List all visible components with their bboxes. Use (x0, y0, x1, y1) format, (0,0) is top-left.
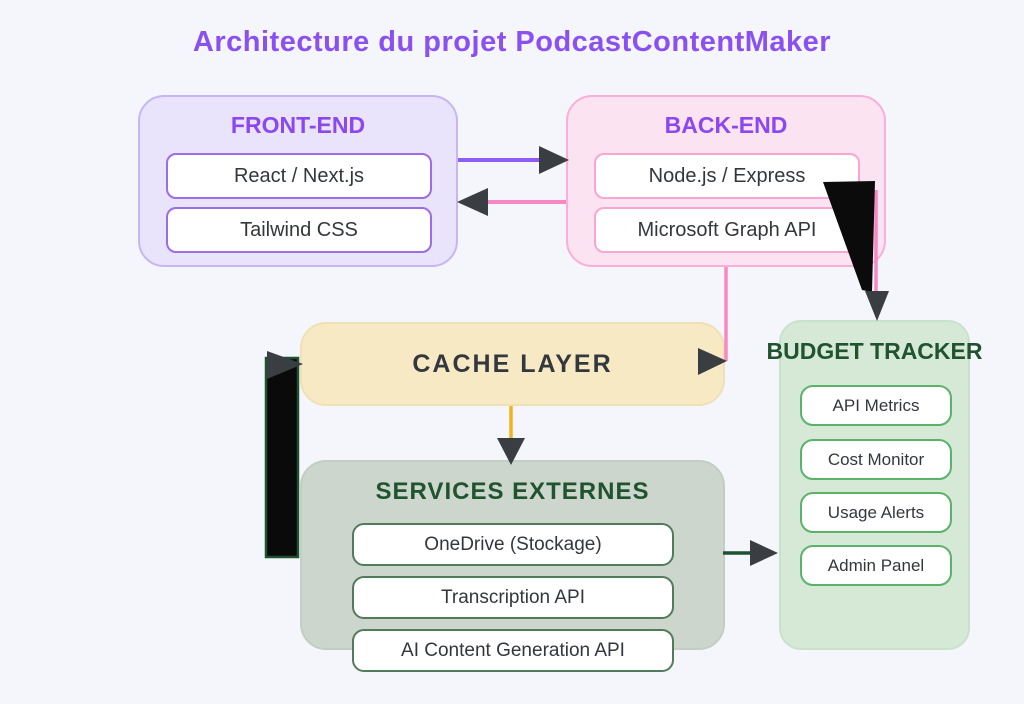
chip-cost-monitor: Cost Monitor (800, 439, 952, 480)
arrowhead-backend-to-budget (865, 291, 889, 321)
chip-transcription-api: Transcription API (352, 576, 674, 619)
arrowhead-services-to-cache (267, 351, 303, 379)
node-budget-tracker: BUDGET TRACKER API Metrics Cost Monitor … (766, 320, 983, 650)
node-services-externes-title: SERVICES EXTERNES (375, 478, 650, 505)
node-budget-tracker-title: BUDGET TRACKER (766, 338, 983, 364)
arrowhead-services-to-budget (750, 540, 778, 566)
chip-usage-alerts: Usage Alerts (800, 492, 952, 533)
node-cache-layer: CACHE LAYER (300, 322, 725, 406)
chip-api-metrics: API Metrics (800, 385, 952, 426)
node-frontend-title: FRONT-END (230, 112, 366, 138)
arrowhead-backend-to-frontend (457, 188, 488, 216)
node-cache-layer-title: CACHE LAYER (412, 349, 613, 378)
chip-microsoft-graph-api: Microsoft Graph API (594, 207, 860, 253)
node-services-externes: SERVICES EXTERNES OneDrive (Stockage) Tr… (300, 460, 725, 672)
chip-tailwind-css: Tailwind CSS (166, 207, 432, 253)
node-backend-title: BACK-END (664, 112, 788, 138)
chip-ai-content-generation-api: AI Content Generation API (352, 629, 674, 672)
arrowhead-frontend-to-backend (539, 146, 569, 174)
chip-onedrive-stockage: OneDrive (Stockage) (352, 523, 674, 566)
node-frontend: FRONT-END React / Next.js Tailwind CSS (138, 95, 458, 267)
edge-services-to-cache (264, 356, 300, 559)
node-backend: BACK-END Node.js / Express Microsoft Gra… (566, 95, 886, 267)
chip-nodejs-express: Node.js / Express (594, 153, 860, 199)
chip-react-nextjs: React / Next.js (166, 153, 432, 199)
chip-admin-panel: Admin Panel (800, 545, 952, 586)
diagram-title: Architecture du projet PodcastContentMak… (192, 26, 832, 58)
